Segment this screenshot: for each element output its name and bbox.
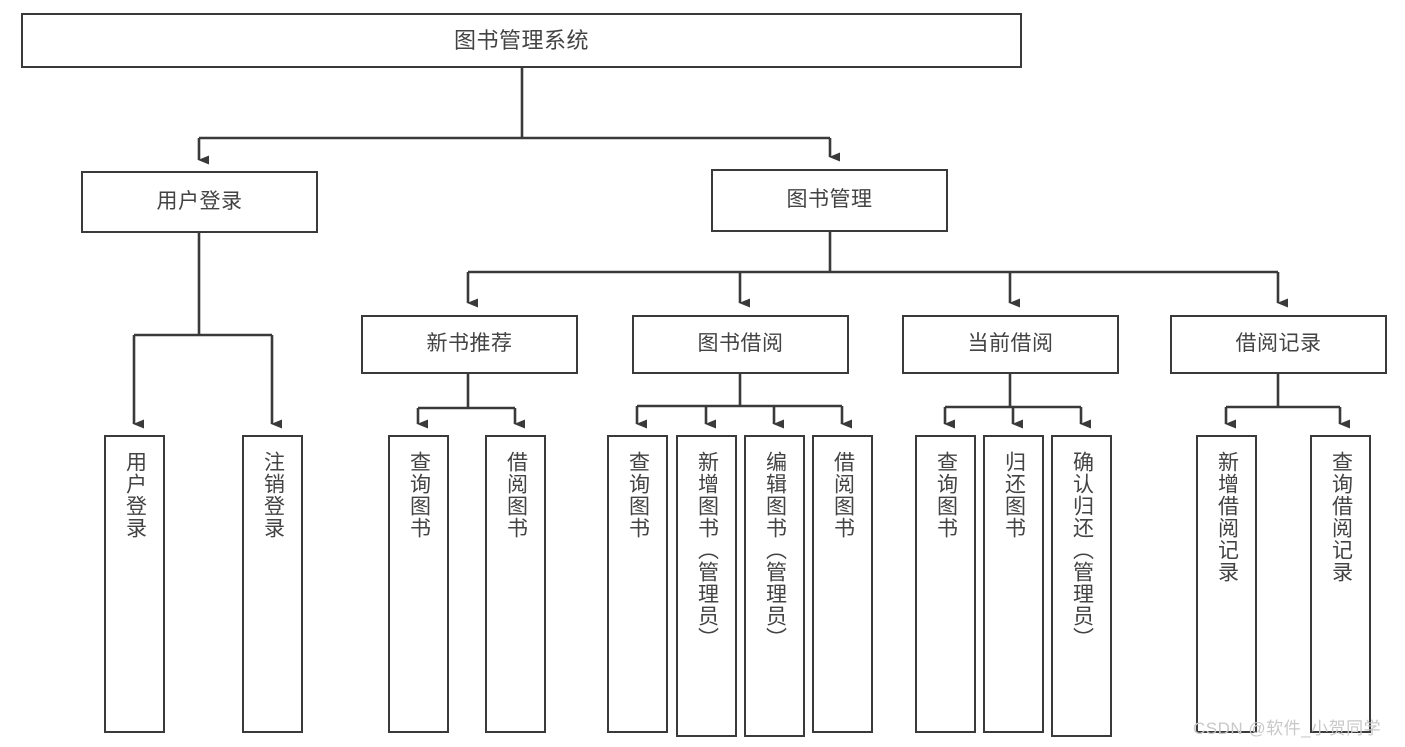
leaf-return-book[interactable]: 归还图书	[983, 435, 1044, 733]
leaf-query-book-recommend[interactable]: 查询图书	[388, 435, 449, 733]
node-user-login[interactable]: 用户登录	[81, 171, 318, 233]
node-current-borrow[interactable]: 当前借阅	[902, 315, 1119, 374]
node-label: 用户登录	[156, 189, 243, 213]
leaf-add-borrow-record[interactable]: 新增借阅记录	[1196, 435, 1257, 733]
node-label: 确认归还（管理员）	[1070, 451, 1094, 649]
node-borrow-records[interactable]: 借阅记录	[1170, 315, 1387, 374]
node-label: 图书借阅	[697, 332, 784, 356]
node-label: 编辑图书（管理员）	[763, 451, 787, 649]
node-label: 注销登录	[261, 451, 285, 539]
node-new-book-recommend[interactable]: 新书推荐	[361, 315, 578, 374]
node-label: 当前借阅	[967, 332, 1054, 356]
node-label: 图书管理系统	[453, 27, 589, 53]
node-label: 借阅图书	[504, 451, 528, 539]
node-label: 借阅记录	[1235, 332, 1322, 356]
node-label: 新增借阅记录	[1215, 451, 1239, 583]
leaf-query-book-current[interactable]: 查询图书	[915, 435, 976, 733]
csdn-watermark: CSDN @软件_小贺同学	[1193, 719, 1382, 738]
leaf-user-login[interactable]: 用户登录	[104, 435, 165, 733]
node-label: 新书推荐	[426, 332, 513, 356]
node-label: 用户登录	[123, 451, 147, 539]
leaf-edit-book-admin[interactable]: 编辑图书（管理员）	[744, 435, 805, 737]
leaf-logout[interactable]: 注销登录	[242, 435, 303, 733]
leaf-borrow-book-recommend[interactable]: 借阅图书	[485, 435, 546, 733]
leaf-add-book-admin[interactable]: 新增图书（管理员）	[676, 435, 737, 737]
node-label: 查询图书	[626, 451, 650, 539]
node-label: 新增图书（管理员）	[695, 451, 719, 649]
leaf-borrow-book[interactable]: 借阅图书	[812, 435, 873, 733]
node-book-borrow[interactable]: 图书借阅	[632, 315, 849, 374]
leaf-confirm-return-admin[interactable]: 确认归还（管理员）	[1051, 435, 1112, 737]
node-label: 查询图书	[934, 451, 958, 539]
node-label: 归还图书	[1002, 451, 1026, 539]
node-book-management[interactable]: 图书管理	[711, 169, 948, 232]
node-label: 图书管理	[786, 188, 873, 212]
node-label: 借阅图书	[831, 451, 855, 539]
node-label: 查询图书	[407, 451, 431, 539]
leaf-query-borrow-record[interactable]: 查询借阅记录	[1310, 435, 1371, 733]
node-root-system[interactable]: 图书管理系统	[21, 13, 1022, 68]
leaf-query-book-borrow[interactable]: 查询图书	[607, 435, 668, 733]
node-label: 查询借阅记录	[1329, 451, 1353, 583]
